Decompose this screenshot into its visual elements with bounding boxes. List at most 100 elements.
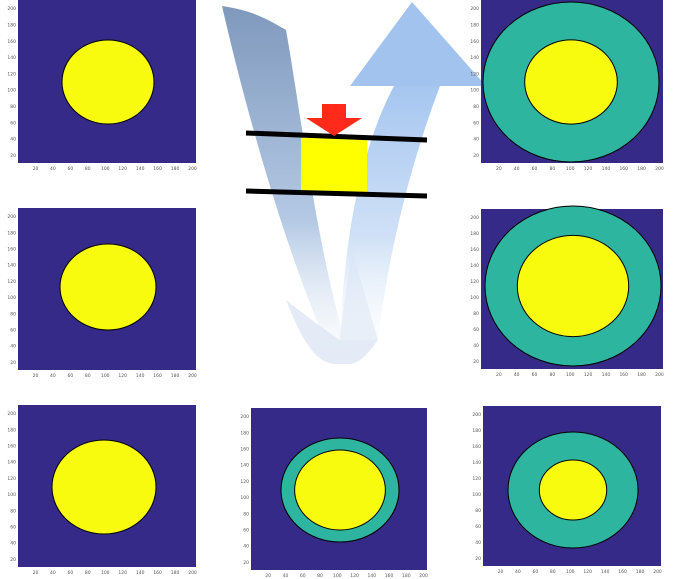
x-tick-label: 80 xyxy=(550,569,556,575)
x-tick-label: 60 xyxy=(300,573,306,579)
x-tick-label: 20 xyxy=(265,573,271,579)
y-tick-label: 140 xyxy=(7,55,16,61)
plot-panel-1: 2040608010012014016018020020018016014012… xyxy=(7,0,197,172)
arrow-ascending-shaft xyxy=(340,86,440,340)
y-tick-label: 20 xyxy=(10,153,16,159)
x-tick-label: 40 xyxy=(515,569,521,575)
x-tick-label: 180 xyxy=(637,166,646,172)
y-tick-label: 40 xyxy=(473,343,479,349)
x-tick-label: 20 xyxy=(498,569,504,575)
y-tick-label: 60 xyxy=(243,528,249,534)
y-tick-label: 40 xyxy=(475,540,481,546)
x-tick-label: 200 xyxy=(188,373,197,379)
x-tick-label: 160 xyxy=(619,166,628,172)
x-tick-label: 20 xyxy=(33,373,39,379)
y-tick-label: 40 xyxy=(10,541,16,547)
y-tick-label: 100 xyxy=(240,495,249,501)
x-tick-label: 140 xyxy=(136,373,145,379)
x-tick-label: 200 xyxy=(188,570,197,576)
x-tick-label: 160 xyxy=(385,573,394,579)
y-tick-label: 80 xyxy=(10,508,16,514)
x-tick-label: 160 xyxy=(619,372,628,378)
y-tick-label: 20 xyxy=(10,360,16,366)
x-tick-label: 20 xyxy=(33,166,39,172)
x-tick-label: 60 xyxy=(67,570,73,576)
y-tick-label: 160 xyxy=(470,247,479,253)
x-tick-label: 40 xyxy=(50,570,56,576)
x-tick-label: 180 xyxy=(637,372,646,378)
press-arrow-icon xyxy=(306,104,362,136)
y-tick-label: 140 xyxy=(7,460,16,466)
x-tick-label: 80 xyxy=(550,372,556,378)
x-tick-label: 180 xyxy=(402,573,411,579)
x-tick-label: 40 xyxy=(514,166,520,172)
y-tick-label: 100 xyxy=(7,492,16,498)
y-tick-label: 100 xyxy=(7,88,16,94)
x-tick-label: 140 xyxy=(602,166,611,172)
y-tick-label: 80 xyxy=(10,104,16,110)
x-tick-label: 100 xyxy=(566,372,575,378)
x-tick-label: 100 xyxy=(566,569,575,575)
x-tick-label: 40 xyxy=(50,373,56,379)
x-tick-label: 160 xyxy=(153,570,162,576)
arrow-head xyxy=(350,2,486,86)
x-tick-label: 60 xyxy=(67,166,73,172)
y-tick-label: 20 xyxy=(10,557,16,563)
x-tick-label: 180 xyxy=(636,569,645,575)
x-tick-label: 120 xyxy=(118,373,127,379)
y-tick-label: 120 xyxy=(240,479,249,485)
y-tick-label: 200 xyxy=(7,411,16,417)
y-tick-label: 20 xyxy=(475,556,481,562)
x-tick-label: 60 xyxy=(532,166,538,172)
y-tick-label: 100 xyxy=(7,295,16,301)
x-tick-label: 40 xyxy=(283,573,289,579)
x-tick-label: 180 xyxy=(171,166,180,172)
yellow-disc xyxy=(539,460,606,520)
x-tick-label: 140 xyxy=(136,570,145,576)
x-tick-label: 100 xyxy=(101,570,110,576)
x-tick-label: 200 xyxy=(653,569,662,575)
x-tick-label: 180 xyxy=(171,373,180,379)
x-tick-label: 80 xyxy=(85,373,91,379)
yellow-disc xyxy=(52,440,156,534)
x-tick-label: 60 xyxy=(532,372,538,378)
x-tick-label: 140 xyxy=(367,573,376,579)
y-tick-label: 180 xyxy=(7,22,16,28)
y-tick-label: 120 xyxy=(7,279,16,285)
y-tick-label: 140 xyxy=(470,55,479,61)
x-tick-label: 160 xyxy=(153,373,162,379)
y-tick-label: 120 xyxy=(472,476,481,482)
x-tick-label: 120 xyxy=(118,570,127,576)
y-tick-label: 60 xyxy=(473,327,479,333)
yellow-disc xyxy=(295,450,386,530)
y-tick-label: 200 xyxy=(470,6,479,12)
y-tick-label: 200 xyxy=(240,414,249,420)
yellow-disc xyxy=(60,244,156,330)
y-tick-label: 80 xyxy=(243,511,249,517)
y-tick-label: 100 xyxy=(472,492,481,498)
yellow-disc xyxy=(525,40,618,124)
y-tick-label: 80 xyxy=(10,311,16,317)
y-tick-label: 180 xyxy=(7,230,16,236)
y-tick-label: 160 xyxy=(472,444,481,450)
y-tick-label: 80 xyxy=(473,311,479,317)
x-tick-label: 100 xyxy=(101,166,110,172)
x-tick-label: 80 xyxy=(85,570,91,576)
y-tick-label: 40 xyxy=(10,344,16,350)
x-tick-label: 160 xyxy=(153,166,162,172)
x-tick-label: 200 xyxy=(188,166,197,172)
x-tick-label: 200 xyxy=(419,573,428,579)
y-tick-label: 160 xyxy=(470,39,479,45)
x-tick-label: 100 xyxy=(101,373,110,379)
y-tick-label: 120 xyxy=(470,71,479,77)
x-tick-label: 80 xyxy=(317,573,323,579)
y-tick-label: 180 xyxy=(240,430,249,436)
x-tick-label: 100 xyxy=(566,166,575,172)
y-tick-label: 200 xyxy=(470,215,479,221)
y-tick-label: 160 xyxy=(240,447,249,453)
y-tick-label: 140 xyxy=(7,263,16,269)
